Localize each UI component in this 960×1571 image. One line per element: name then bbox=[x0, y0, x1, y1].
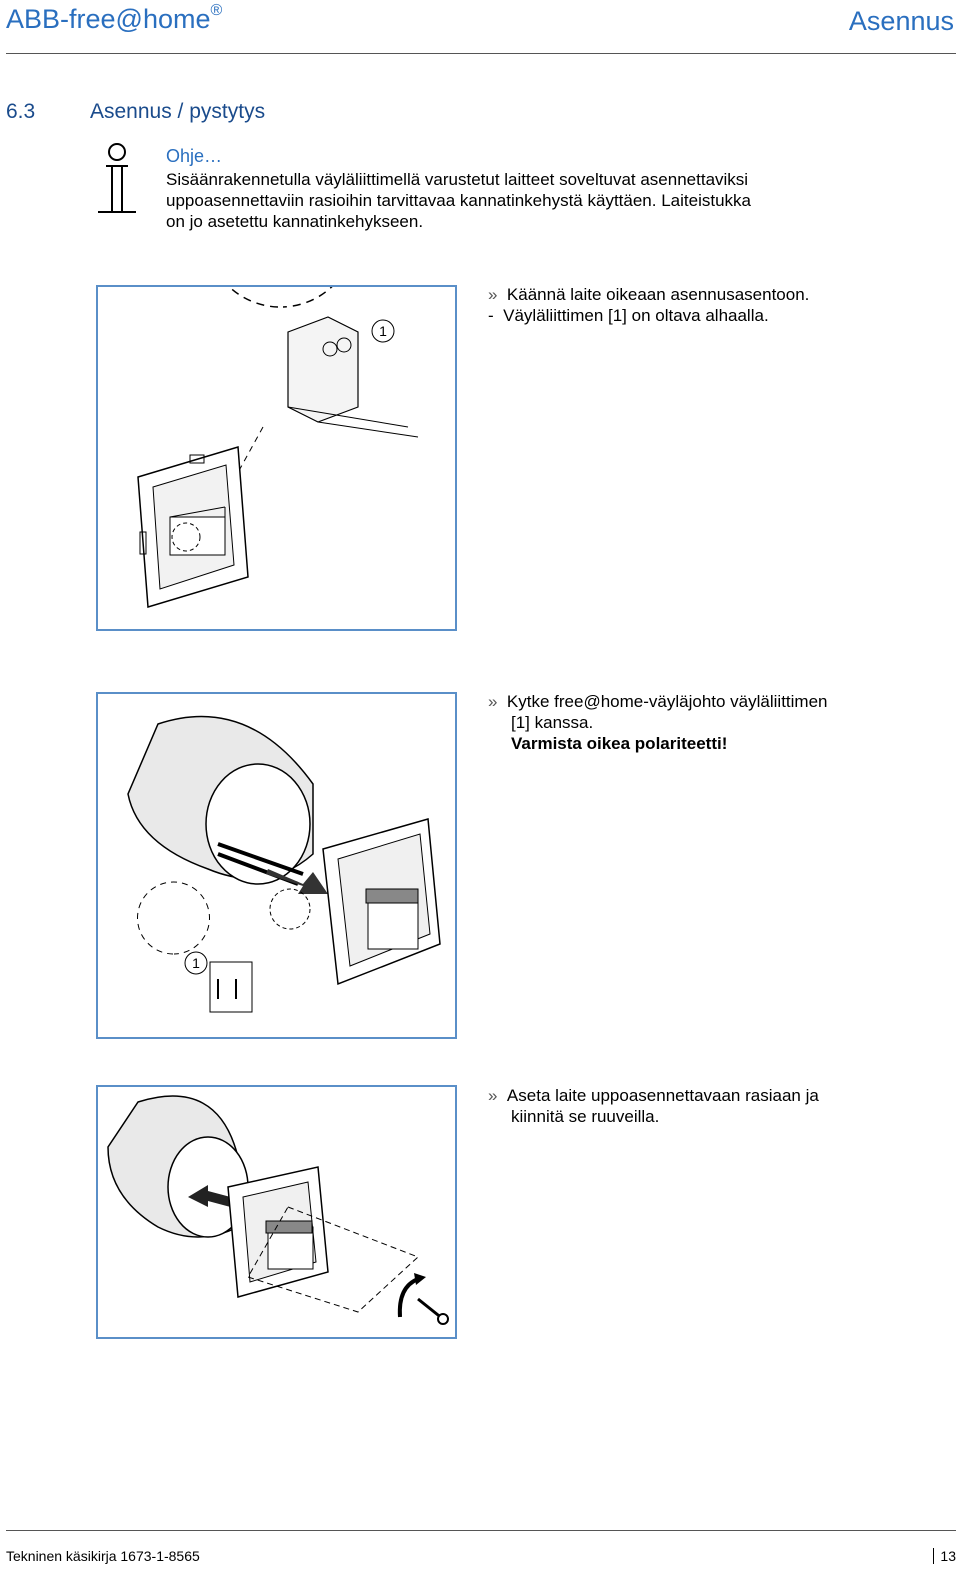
step-bullet: » bbox=[488, 692, 498, 711]
step-text: Kytke free@home-väyläjohto väyläliittime… bbox=[506, 692, 828, 711]
footer-divider bbox=[6, 1530, 956, 1531]
step-warning: Varmista oikea polariteetti! bbox=[511, 734, 728, 753]
figure-rotate-device bbox=[96, 156, 457, 631]
sub-bullet: - bbox=[488, 306, 494, 325]
step-3: » Aseta laite uppoasennettavaan rasiaan … bbox=[488, 1085, 928, 1127]
section-title: Asennus / pystytys bbox=[90, 100, 266, 123]
step-2: » Kytke free@home-väyläjohto väyläliitti… bbox=[488, 691, 928, 754]
svg-text:1: 1 bbox=[379, 323, 387, 339]
manual-reference: Tekninen käsikirja 1673-1-8565 bbox=[6, 1548, 200, 1564]
note-line: Sisäänrakennetulla väyläliittimellä varu… bbox=[166, 170, 749, 189]
step-text: Käännä laite oikeaan asennusasentoon. bbox=[506, 285, 810, 304]
rotate-device-illustration bbox=[137, 156, 419, 608]
figure-connect-bus bbox=[96, 692, 457, 1039]
connect-bus-illustration bbox=[127, 715, 441, 1013]
brand-title: ABB-free@home® bbox=[6, 2, 223, 34]
note-line: on jo asetettu kannatinkehykseen. bbox=[166, 212, 424, 231]
info-icon bbox=[98, 143, 136, 213]
note-line: uppoasennettaviin rasioihin tarvittavaa … bbox=[166, 191, 751, 210]
step-subtext: Väyläliittimen [1] on oltava alhaalla. bbox=[503, 306, 769, 325]
page-number: 13 bbox=[933, 1548, 956, 1564]
step-text: kiinnitä se ruuveilla. bbox=[511, 1107, 660, 1126]
svg-text:1: 1 bbox=[192, 955, 200, 971]
mount-device-illustration bbox=[107, 1095, 449, 1325]
step-text: Aseta laite uppoasennettavaan rasiaan ja bbox=[506, 1086, 819, 1105]
registered-mark: ® bbox=[210, 2, 223, 19]
callout-1: 1 bbox=[371, 319, 395, 343]
chapter-title: Asennus bbox=[848, 6, 954, 36]
step-bullet: » bbox=[488, 1086, 498, 1105]
step-text: [1] kanssa. bbox=[511, 713, 594, 732]
note-body: Sisäänrakennetulla väyläliittimellä varu… bbox=[166, 169, 866, 232]
figure-mount-device bbox=[96, 1085, 457, 1339]
step-1: » Käännä laite oikeaan asennusasentoon. … bbox=[488, 284, 928, 326]
header-divider bbox=[6, 53, 956, 54]
section-number: 6.3 bbox=[6, 100, 36, 123]
note-heading: Ohje… bbox=[166, 146, 223, 166]
step-bullet: » bbox=[488, 285, 498, 304]
callout-1: 1 bbox=[184, 951, 208, 975]
